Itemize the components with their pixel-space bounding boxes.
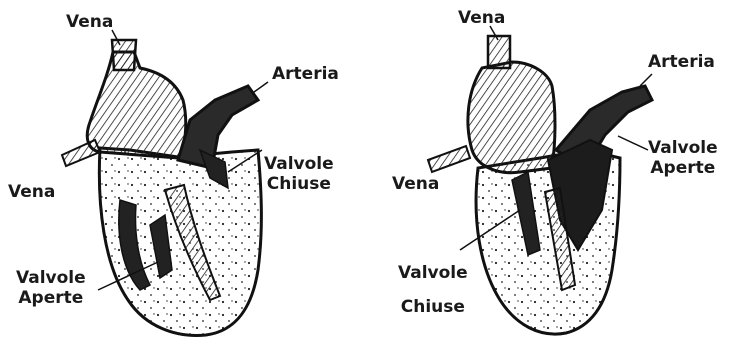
right-label-vena-top: Vena: [458, 8, 505, 28]
right-vein-side: [428, 146, 470, 172]
left-label-valves-closed-line2: Chiuse: [264, 174, 334, 194]
right-label-valves-open-line2: Aperte: [648, 158, 718, 178]
right-atrium: [468, 62, 555, 173]
right-label-valves-closed: Valvole Chiuse: [398, 256, 468, 324]
left-leader-arteria: [254, 82, 268, 92]
left-label-valves-open-line1: Valvole: [16, 268, 86, 288]
left-label-arteria: Arteria: [272, 64, 339, 84]
left-label-valves-closed: Valvole Chiuse: [264, 154, 334, 194]
right-label-valves-closed-line1: Valvole: [398, 256, 468, 290]
right-label-valves-open: Valvole Aperte: [648, 138, 718, 178]
right-leader-arteria: [640, 74, 652, 86]
right-leader-valves-open: [618, 136, 648, 150]
left-label-valves-open: Valvole Aperte: [16, 268, 86, 308]
left-label-vena-top: Vena: [66, 12, 113, 32]
right-vein-top: [488, 36, 510, 68]
right-label-valves-closed-line2: Chiuse: [398, 290, 468, 324]
left-label-valves-closed-line1: Valvole: [264, 154, 334, 174]
right-label-arteria: Arteria: [648, 52, 715, 72]
left-vein-top: [112, 40, 136, 70]
right-label-vena-side: Vena: [392, 174, 439, 194]
left-label-valves-open-line2: Aperte: [16, 288, 86, 308]
left-label-vena-side: Vena: [8, 182, 55, 202]
left-atrium: [87, 52, 185, 158]
right-label-valves-open-line1: Valvole: [648, 138, 718, 158]
left-heart-figure: [62, 30, 268, 335]
left-vein-side: [62, 140, 100, 166]
